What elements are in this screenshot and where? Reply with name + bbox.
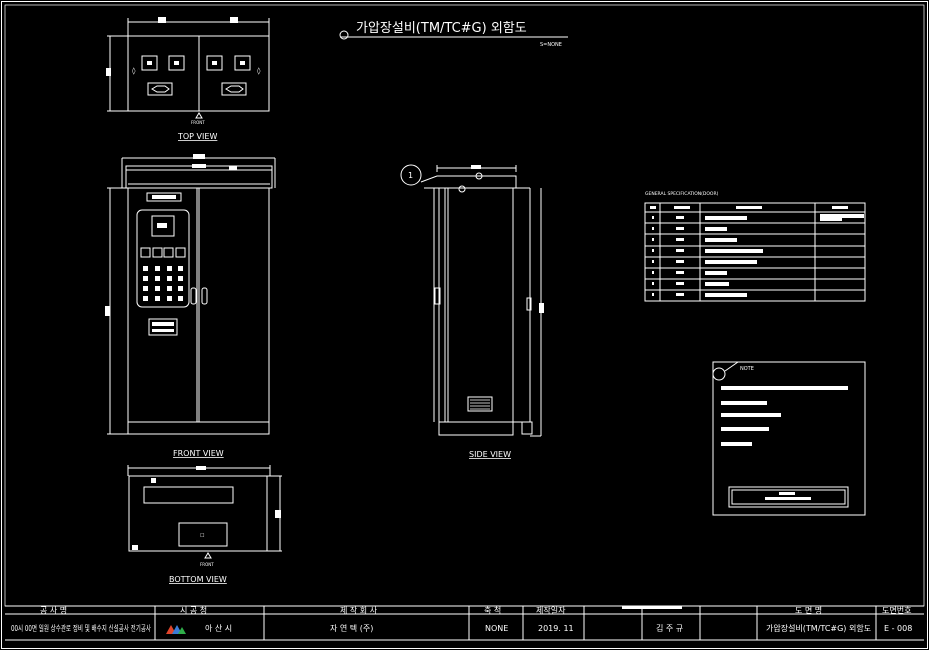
top-view: ◊ ◊ FRONT TOP VIEW [106, 17, 270, 141]
scale-note: S=NONE [540, 42, 562, 48]
header-client: 시 공 청 [180, 606, 207, 615]
header-scale: 축 척 [484, 606, 501, 615]
bottom-view-label: BOTTOM VIEW [169, 575, 227, 584]
client-logo [166, 625, 186, 634]
svg-text:1: 1 [408, 171, 413, 180]
svg-text:☐: ☐ [200, 533, 204, 539]
header-date: 제작일자 [536, 605, 566, 615]
header-project: 공 사 명 [40, 605, 67, 615]
date-value: 2019. 11 [538, 624, 574, 633]
front-view: FRONT VIEW [105, 154, 276, 458]
svg-text:◊: ◊ [132, 67, 136, 75]
maker-name: 자 연 텍 (주) [330, 623, 373, 633]
bottom-view: ☐ FRONT BOTTOM VIEW [127, 465, 282, 584]
title-block: 공 사 명 시 공 청 제 작 회 사 축 척 제작일자 도 면 명 도면번호 … [5, 605, 924, 641]
bottom-front-marker: FRONT [200, 562, 214, 567]
client-name: 아 산 시 [205, 623, 232, 633]
drawing-title-block: 가압장설비(TM/TC#G) 외함도 S=NONE [339, 21, 568, 48]
spec-table-title: GENERAL SPECIFICATION(DOOR) [645, 191, 719, 197]
header-drawing-name: 도 면 명 [795, 605, 822, 615]
drawing-name-value: 가압장설비(TM/TC#G) 외함도 [766, 623, 871, 633]
spec-table: GENERAL SPECIFICATION(DOOR) [644, 191, 866, 302]
side-view: 1 SIDE VIEW [400, 164, 544, 459]
scale-value: NONE [485, 624, 508, 633]
project-name: 00시 00면 일원 상수관로 정비 및 배수지 신설공사 전기공사 [11, 623, 151, 633]
sheet-inner-border [4, 4, 925, 607]
note-label: NOTE [740, 366, 754, 372]
svg-text:◊: ◊ [257, 67, 261, 75]
designer-name: 김 주 규 [656, 623, 683, 633]
title-marker [339, 30, 349, 40]
drawing-no-value: E - 008 [884, 624, 912, 633]
top-front-marker: FRONT [191, 120, 205, 125]
header-maker: 제 작 회 사 [340, 605, 378, 615]
top-view-label: TOP VIEW [177, 132, 217, 141]
side-view-label: SIDE VIEW [469, 450, 511, 459]
drawing-title: 가압장설비(TM/TC#G) 외함도 [356, 21, 527, 36]
header-drawing-no: 도면번호 [882, 605, 911, 615]
note-box: NOTE [712, 361, 866, 516]
front-view-label: FRONT VIEW [173, 449, 224, 458]
